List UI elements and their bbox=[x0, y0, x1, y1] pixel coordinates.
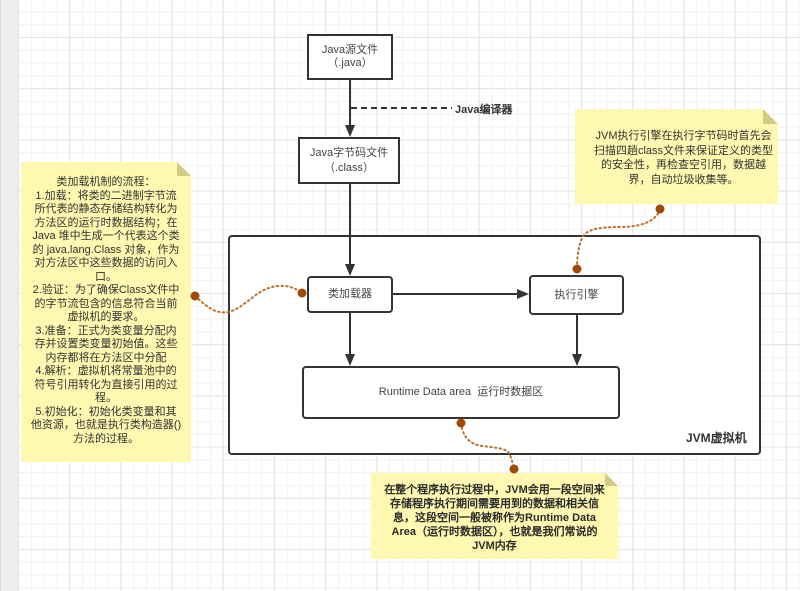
jvm-container[interactable] bbox=[228, 235, 761, 455]
java-bytecode-file-node[interactable]: Java字节码文件 （.class） bbox=[298, 137, 400, 184]
note-line: 虚拟机的要求。 bbox=[67, 311, 145, 323]
class-loader-node[interactable]: 类加载器 bbox=[307, 276, 393, 313]
left-panel-strip bbox=[0, 0, 18, 591]
note-line: 所代表的静态存储结构转化为 bbox=[34, 203, 178, 215]
note-line: 界，自动垃圾收集等。 bbox=[628, 173, 739, 186]
execution-engine-node[interactable]: 执行引擎 bbox=[529, 275, 624, 315]
runtime-data-area-label: Runtime Data area 运行时数据区 bbox=[378, 386, 544, 398]
note-line: 1.加载：将类的二进制字节流 bbox=[35, 189, 177, 202]
note-line: 扫描四趟class文件来保证定义的类型 bbox=[593, 144, 774, 157]
note-line: Area（运行时数据区），也就是我们常说的 bbox=[391, 526, 598, 538]
note-line: 4.解析：虚拟机将常量池中的 bbox=[35, 365, 177, 377]
note-line: 2.验证：为了确保Class文件中 bbox=[32, 284, 180, 296]
note-line: 的字节流包含的信息符合当前 bbox=[34, 297, 178, 310]
jvm-container-label: JVM虚拟机 bbox=[686, 431, 747, 445]
note-line: JVM内存 bbox=[472, 540, 517, 552]
note-line: 存储程序执行期间需要用到的数据和相关信 bbox=[390, 498, 599, 510]
note-line: 息，这段空间一般被称作为Runtime Data bbox=[393, 512, 596, 524]
java-source-file-node[interactable]: Java源文件 （.java） bbox=[307, 34, 393, 80]
note-line: 的安全性，再检查空引用，数据越 bbox=[601, 159, 766, 171]
note-line: JVM执行引擎在执行字节码时首先会 bbox=[595, 130, 772, 142]
note-line: 对方法区中这些数据的访问入 bbox=[34, 257, 178, 269]
class-loader-label: 类加载器 bbox=[328, 288, 372, 300]
note-line: 方法的过程。 bbox=[73, 432, 139, 445]
java-bytecode-file-title: Java字节码文件 bbox=[309, 146, 389, 159]
class-loading-process-note[interactable]: 类加载机制的流程： 1.加载：将类的二进制字节流 所代表的静态存储结构转化为 方… bbox=[21, 162, 191, 462]
java-source-file-title: Java源文件 bbox=[321, 44, 379, 56]
note-line: Java 堆中生成一个代表这个类 bbox=[32, 230, 180, 242]
runtime-data-area-node[interactable]: Runtime Data area 运行时数据区 bbox=[302, 366, 620, 419]
java-source-file-extension: （.java） bbox=[327, 57, 373, 69]
note-line: 存并设置类变量初始值。这些 bbox=[34, 338, 178, 350]
java-bytecode-file-extension: （.class） bbox=[323, 161, 375, 174]
execution-engine-label: 执行引擎 bbox=[554, 288, 599, 301]
runtime-data-area-note[interactable]: 在整个程序执行过程中，JVM会用一段空间来 存储程序执行期间需要用到的数据和相关… bbox=[371, 473, 618, 559]
note-line: 程。 bbox=[95, 392, 117, 404]
note-line: 口。 bbox=[95, 270, 117, 283]
note-line: 方法区的运行时数据结构；在 bbox=[34, 216, 178, 229]
note-line: 类加载机制的流程： bbox=[56, 176, 156, 188]
note-line: 他资源，也就是执行类构造器() bbox=[30, 419, 182, 431]
note-line: 内存都将在方法区中分配 bbox=[45, 351, 167, 364]
note-line: 5.初始化：初始化类变量和其 bbox=[35, 405, 177, 418]
note-line: 的 java.lang.Class 对象，作为 bbox=[32, 243, 180, 256]
note-line: 3.准备：正式为类变量分配内 bbox=[35, 324, 177, 337]
note-line: 在整个程序执行过程中，JVM会用一段空间来 bbox=[384, 484, 605, 496]
note-line: 符号引用转化为直接引用的过 bbox=[34, 378, 178, 391]
execution-engine-note[interactable]: JVM执行引擎在执行字节码时首先会 扫描四趟class文件来保证定义的类型 的安… bbox=[575, 109, 778, 204]
java-compiler-label[interactable]: Java编译器 bbox=[455, 104, 513, 116]
